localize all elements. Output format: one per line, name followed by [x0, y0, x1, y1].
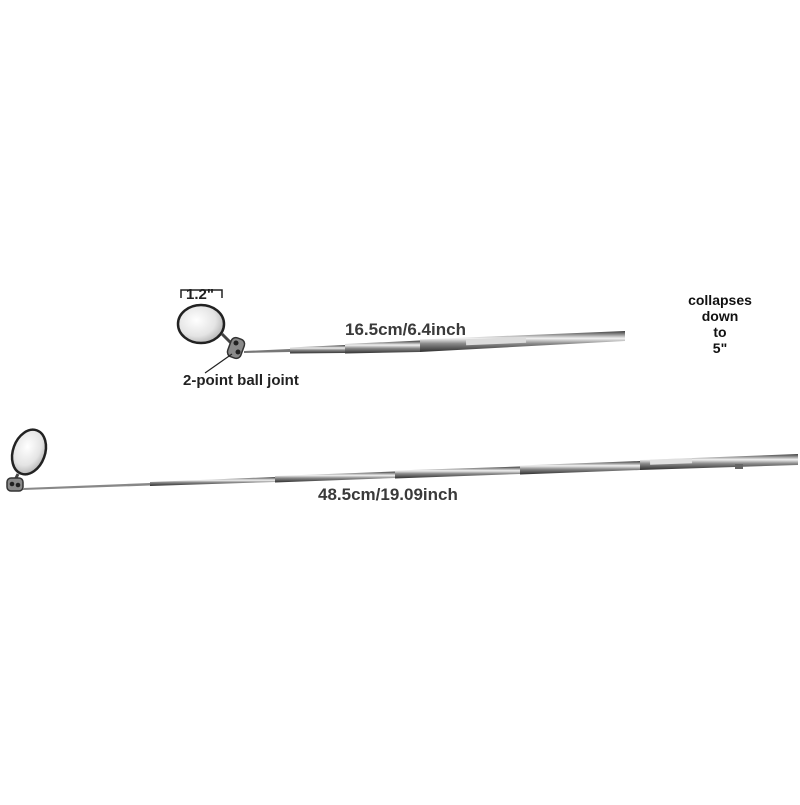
mirror-width-label: 1.2" — [186, 286, 214, 303]
ball-joint-icon — [226, 336, 246, 360]
ball-joint-label: 2-point ball joint — [183, 372, 299, 389]
long-mirror — [6, 428, 798, 492]
collapse-note: collapses down to 5" — [670, 292, 770, 356]
ball-joint-pointer — [204, 353, 233, 374]
telescopic-rod-icon — [244, 331, 625, 354]
mirror-icon — [176, 303, 226, 345]
mirror-icon — [10, 428, 48, 476]
collapse-note-line: to — [713, 324, 727, 340]
collapse-note-line: 5" — [712, 340, 728, 356]
collapse-note-line: collapses — [688, 292, 752, 308]
collapse-note-line: down — [701, 308, 739, 324]
telescopic-rod-icon — [23, 454, 798, 490]
mirror-width-bracket — [180, 289, 223, 298]
short-mirror — [176, 289, 625, 374]
extended-length-label: 48.5cm/19.09inch — [318, 485, 458, 504]
ball-joint-icon — [6, 477, 24, 492]
collapsed-length-label: 16.5cm/6.4inch — [345, 320, 466, 339]
